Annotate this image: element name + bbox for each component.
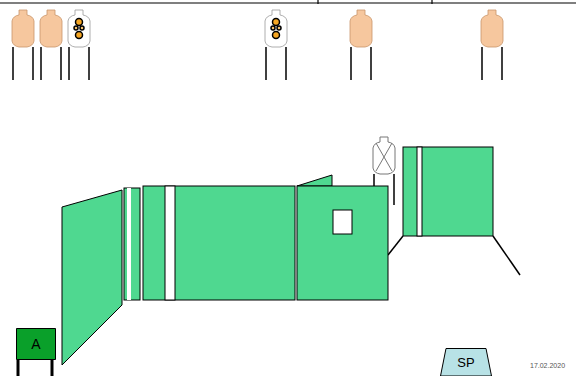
walls [62,137,520,365]
targets [12,10,503,80]
date-note: 17.02.2020 [530,362,565,369]
start-stand: A [16,328,56,360]
top-bar [0,0,576,4]
node-label: A [31,336,40,352]
node-label: SP [457,355,474,370]
shooting-position: SP [440,348,492,376]
stand-legs [18,360,52,376]
